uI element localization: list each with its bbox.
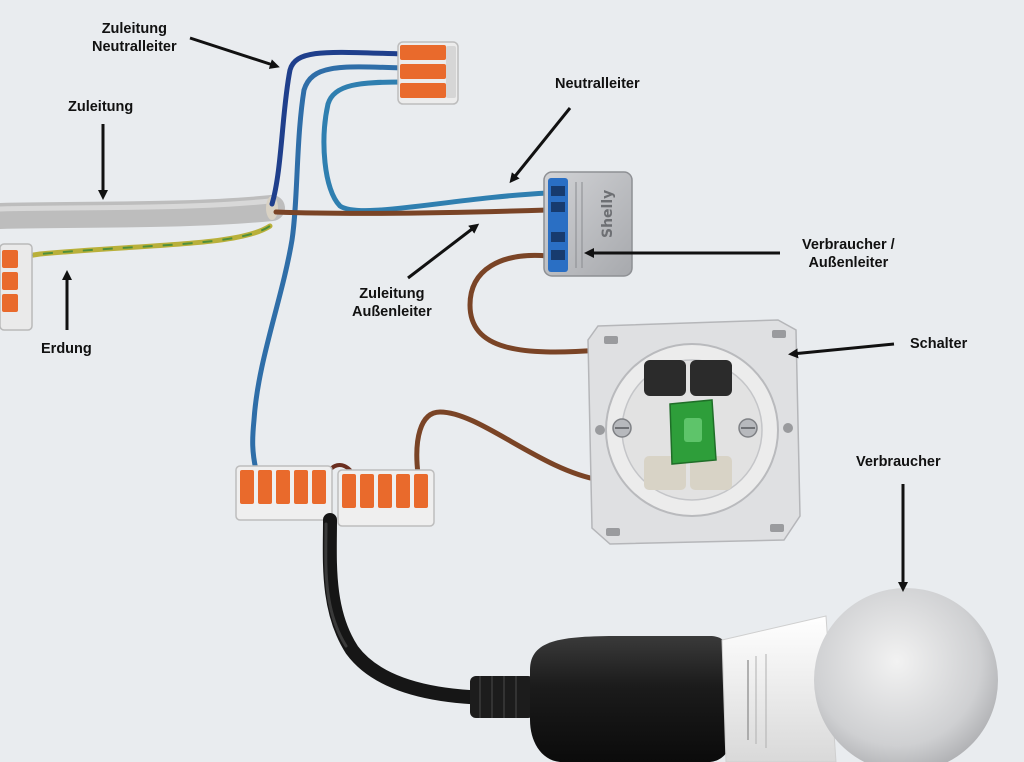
label-schalter: Schalter xyxy=(910,335,967,353)
arrow-schalter xyxy=(788,342,895,359)
shelly-relay: Shelly xyxy=(543,171,633,277)
lamp-socket xyxy=(470,636,736,762)
label-erdung-text: Erdung xyxy=(41,341,92,357)
label-zuleitung-neutralleiter: Zuleitung Neutralleiter xyxy=(92,20,177,56)
lamp-connector-left xyxy=(235,465,333,521)
label-zuleitung-text: Zuleitung xyxy=(68,99,134,115)
label-zuleitung-neutralleiter-line1: Zuleitung xyxy=(101,21,167,37)
neutral-connector xyxy=(397,41,459,105)
label-schalter-text: Schalter xyxy=(910,336,968,352)
lamp-connector-right xyxy=(337,469,435,527)
label-zuleitung-aussenleiter-line2: Außenleiter xyxy=(352,304,432,320)
label-zuleitung-aussenleiter-line1: Zuleitung xyxy=(359,286,425,302)
light-switch xyxy=(587,319,801,545)
supply-cable xyxy=(0,195,285,229)
relay-neutral-wire xyxy=(321,79,551,214)
label-verbraucher-aussenleiter: Verbraucher / Außenleiter xyxy=(802,236,895,272)
label-verbraucher-aussenleiter-line2: Außenleiter xyxy=(808,255,889,271)
lamp-cord xyxy=(322,513,507,705)
label-neutralleiter-text: Neutralleiter xyxy=(555,76,640,92)
lamp-cord-highlight xyxy=(324,522,348,648)
label-verbraucher: Verbraucher xyxy=(856,453,941,471)
label-zuleitung-aussenleiter: Zuleitung Außenleiter xyxy=(352,285,432,321)
label-zuleitung: Zuleitung xyxy=(68,98,133,116)
relay-brand-text: Shelly xyxy=(600,190,616,238)
label-verbraucher-text: Verbraucher xyxy=(856,454,941,470)
arrow-zuleitung-aussenleiter xyxy=(407,223,480,280)
arrow-zuleitung-neutralleiter xyxy=(189,36,280,69)
label-neutralleiter: Neutralleiter xyxy=(555,75,640,93)
arrow-neutralleiter xyxy=(509,107,572,184)
earth-connector xyxy=(0,243,33,331)
label-erdung: Erdung xyxy=(41,340,92,358)
switch-to-lamp-wire xyxy=(414,409,603,483)
label-verbraucher-aussenleiter-line1: Verbraucher / xyxy=(802,237,895,253)
supply-cable-highlight xyxy=(0,198,273,212)
supply-neutral-wire xyxy=(269,49,407,207)
lamp-neutral-wire xyxy=(250,64,407,473)
label-zuleitung-neutralleiter-line2: Neutralleiter xyxy=(92,39,177,55)
led-bulb xyxy=(721,588,998,762)
relay-output-wire xyxy=(467,252,603,355)
supply-phase-wire xyxy=(273,207,551,216)
